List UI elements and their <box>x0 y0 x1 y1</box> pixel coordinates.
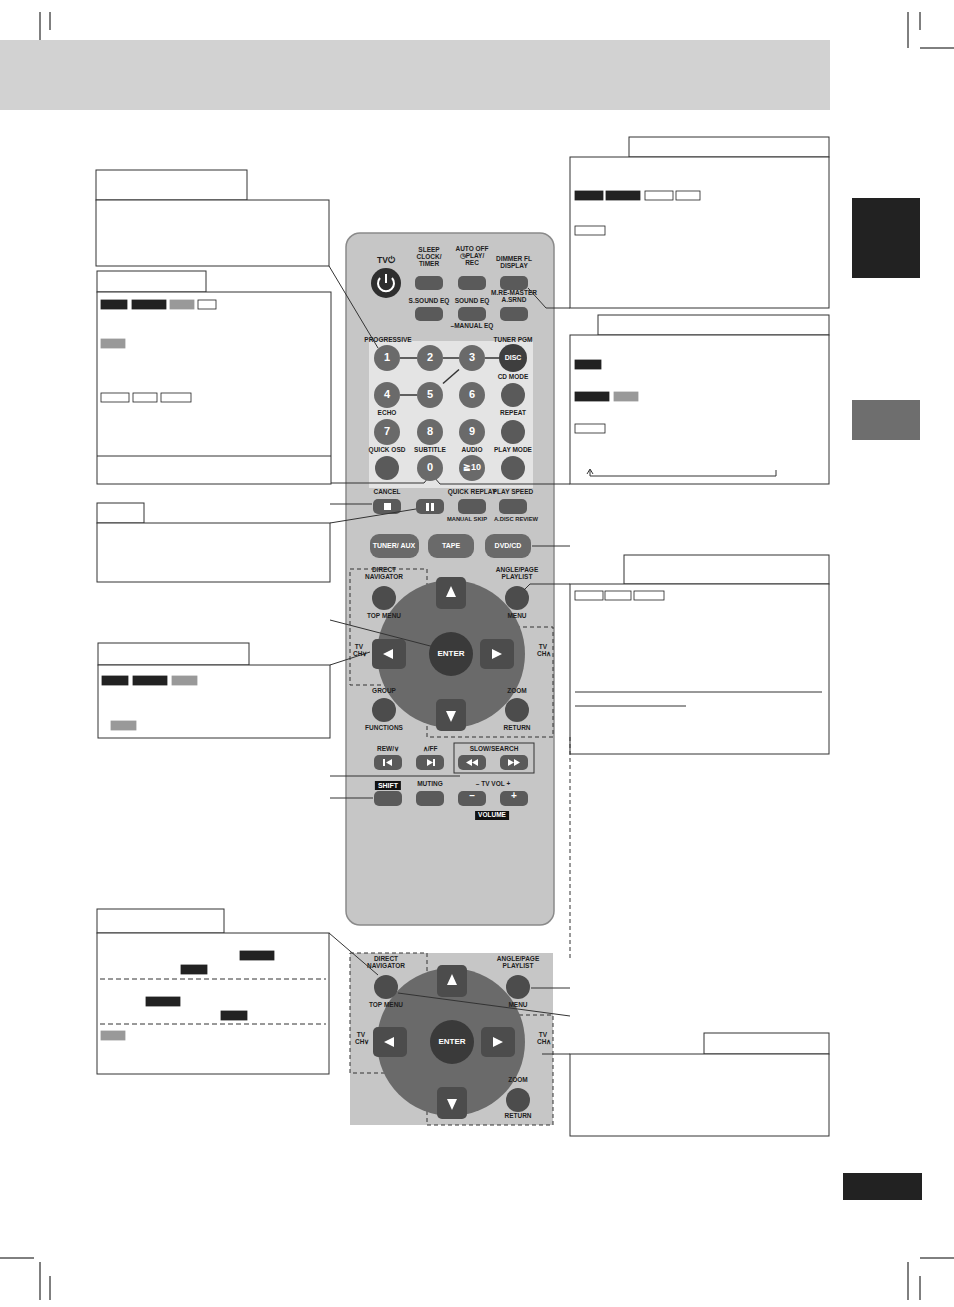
button-text: 3 <box>469 352 475 364</box>
button-link <box>400 358 417 359</box>
remote-button: 0 <box>417 455 443 481</box>
button-text: DISC <box>505 354 522 361</box>
button-label: MUTING <box>417 781 443 788</box>
remote-button: 3 <box>459 345 485 371</box>
button-text: 8 <box>427 426 433 438</box>
remote-button: 5 <box>417 382 443 408</box>
button-label: PLAY SPEED <box>493 489 533 496</box>
button-label: AUDIO <box>462 447 483 454</box>
button-label: PROGRESSIVE <box>364 337 411 344</box>
button-label: TOP MENU <box>367 613 401 620</box>
button-text: 5 <box>427 389 433 401</box>
button-label: ZOOM <box>507 688 527 695</box>
button-label: PLAY MODE <box>494 447 532 454</box>
button-label: TV CH∨ <box>353 644 365 658</box>
button-text: 2 <box>427 352 433 364</box>
button-label: –MANUAL EQ <box>451 323 494 330</box>
button-text: ENTER <box>437 650 464 658</box>
button-label: CD MODE <box>498 374 529 381</box>
button-label: SLOW/SEARCH <box>470 746 519 753</box>
button-label: ECHO <box>378 410 397 417</box>
button-label: GROUP <box>372 688 396 695</box>
button-label: SLEEP CLOCK/ TIMER <box>412 247 446 267</box>
remote-button: 8 <box>417 419 443 445</box>
button-text: 6 <box>469 389 475 401</box>
button-label: MENU <box>508 1002 527 1009</box>
button-label: ZOOM <box>508 1077 528 1084</box>
button-label: TV CH∧ <box>537 1032 549 1046</box>
button-label: A.DISC REVIEW <box>494 516 538 522</box>
button-label: REPEAT <box>500 410 526 417</box>
button-label: DIRECT NAVIGATOR <box>361 567 407 581</box>
button-label: RETURN <box>504 1113 531 1120</box>
button-label: SUBTITLE <box>414 447 446 454</box>
remote-button: 2 <box>417 345 443 371</box>
button-label: RETURN <box>503 725 530 732</box>
button-text: 4 <box>384 389 390 401</box>
button-label: TV CH∧ <box>537 644 549 658</box>
button-label: QUICK REPLAY <box>448 489 497 496</box>
remote-button: ENTER <box>430 1020 474 1064</box>
remote-button: DISC <box>499 344 527 372</box>
button-link <box>400 395 417 396</box>
button-label: TOP MENU <box>369 1002 403 1009</box>
button-text: DVD/CD <box>495 542 522 549</box>
remote-button: DVD/CD <box>485 534 531 558</box>
remote-button: 4 <box>374 382 400 408</box>
button-link <box>485 358 499 359</box>
button-label: AUTO OFF ◷PLAY/ REC <box>452 246 492 266</box>
button-label: QUICK OSD <box>369 447 406 454</box>
button-link <box>443 358 459 359</box>
button-text: 1 <box>384 352 390 364</box>
button-text: 0 <box>427 462 433 474</box>
button-label: MANUAL SKIP <box>447 516 487 522</box>
button-label: CANCEL <box>373 489 400 496</box>
remote-button: ≧10 <box>459 455 485 481</box>
button-label: ANGLE/PAGE PLAYLIST <box>493 956 543 970</box>
remote-button: 9 <box>459 419 485 445</box>
button-label: – <box>469 791 475 801</box>
button-label: ANGLE/PAGE PLAYLIST <box>492 567 542 581</box>
button-text: TUNER/ AUX <box>373 542 416 549</box>
button-label: TUNER PGM <box>494 337 533 344</box>
button-label: M.RE-MASTER A.SRND <box>488 290 540 304</box>
button-text: 7 <box>384 426 390 438</box>
button-label: TV⏻ <box>377 256 395 265</box>
button-text: ENTER <box>438 1038 465 1046</box>
button-link <box>443 369 459 383</box>
button-text: TAPE <box>442 542 460 549</box>
remote-button: ENTER <box>429 632 473 676</box>
button-label: S.SOUND EQ <box>409 298 450 305</box>
button-label: DIRECT NAVIGATOR <box>363 956 409 970</box>
button-text: ≧10 <box>463 463 481 472</box>
button-label: VOLUME <box>475 811 509 820</box>
button-label: FUNCTIONS <box>365 725 403 732</box>
button-text: 9 <box>469 426 475 438</box>
button-label: + <box>511 791 517 801</box>
button-label: ∧/FF <box>423 746 438 753</box>
remote-button: 6 <box>459 382 485 408</box>
remote-button: TUNER/ AUX <box>370 534 419 558</box>
button-label: SOUND EQ <box>455 298 490 305</box>
button-label: – TV VOL + <box>476 781 510 788</box>
button-label: SHIFT <box>375 781 401 790</box>
remote-button: TAPE <box>428 534 474 558</box>
remote-button: 1 <box>374 345 400 371</box>
button-label: REW/∨ <box>377 746 399 753</box>
button-label: MENU <box>507 613 526 620</box>
remote-button: 7 <box>374 419 400 445</box>
button-label: DIMMER FL DISPLAY <box>491 256 537 270</box>
button-label: TV CH∨ <box>355 1032 367 1046</box>
